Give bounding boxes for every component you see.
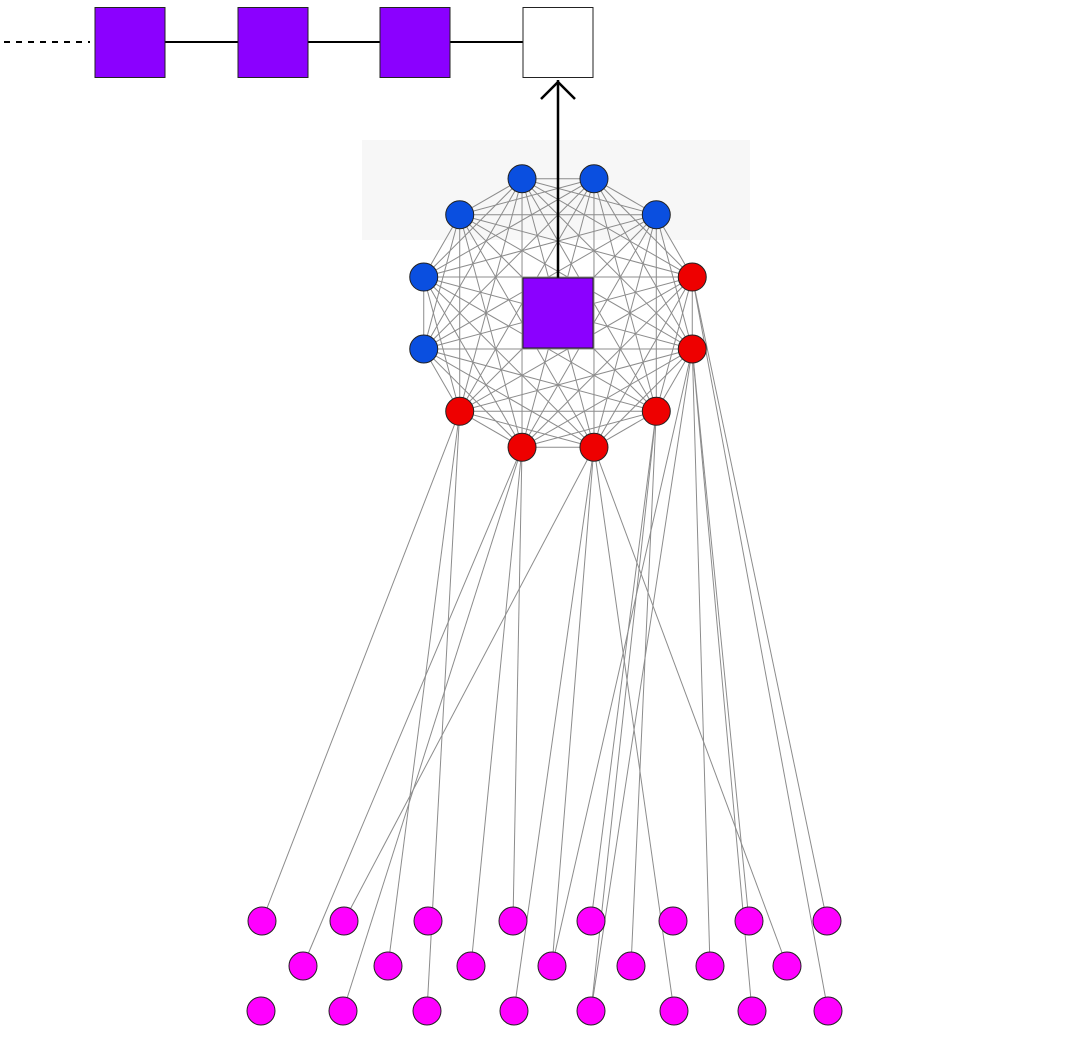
sequence-tokens: [94, 7, 594, 78]
input-node: [498, 906, 528, 936]
graph-edge: [423, 214, 461, 350]
center-token: [522, 277, 594, 349]
input-edge: [387, 411, 461, 967]
input-edge: [590, 411, 657, 922]
graph-edge: [423, 276, 523, 448]
red-node: [507, 432, 537, 462]
sequence-token: [379, 7, 451, 78]
input-node: [499, 996, 529, 1026]
blue-node: [579, 164, 609, 194]
input-node: [412, 996, 442, 1026]
input-edge: [551, 447, 595, 967]
graph-edge: [459, 348, 693, 412]
sequence-token: [94, 7, 166, 78]
input-nodes: [246, 906, 843, 1026]
input-edge: [342, 447, 523, 1012]
input-node: [373, 951, 403, 981]
input-node: [616, 951, 646, 981]
input-node: [576, 906, 606, 936]
input-edges: [261, 276, 829, 1012]
input-edge: [261, 411, 461, 922]
input-node: [246, 996, 276, 1026]
input-edge: [691, 276, 828, 922]
input-node: [772, 951, 802, 981]
graph-edge: [459, 214, 523, 448]
input-node: [288, 951, 318, 981]
center-token-group: [522, 277, 594, 349]
input-edge: [691, 348, 753, 1012]
sequence-token: [237, 7, 309, 78]
input-node: [576, 996, 606, 1026]
graph-edge: [423, 348, 523, 448]
blue-node: [445, 200, 475, 230]
input-edge: [691, 276, 829, 1012]
input-edge: [343, 447, 595, 922]
red-node: [641, 396, 671, 426]
input-node: [658, 906, 688, 936]
input-edge: [513, 447, 595, 1012]
blue-node: [409, 334, 439, 364]
input-edge: [590, 348, 693, 1012]
red-node: [677, 262, 707, 292]
input-node: [328, 996, 358, 1026]
input-edge: [551, 348, 693, 967]
blue-node: [409, 262, 439, 292]
blue-node: [507, 164, 537, 194]
graph-edge: [423, 276, 461, 412]
graph-edge: [459, 214, 693, 278]
arrow-head: [540, 80, 576, 100]
input-edge: [630, 411, 657, 967]
input-node: [813, 996, 843, 1026]
red-node: [445, 396, 475, 426]
input-node: [456, 951, 486, 981]
input-edge: [302, 447, 523, 967]
input-edge: [470, 447, 523, 967]
input-node: [659, 996, 689, 1026]
input-node: [737, 996, 767, 1026]
input-edge: [590, 411, 657, 1012]
graph-edge: [423, 348, 657, 412]
next-token: [522, 7, 594, 78]
graph-edge: [423, 276, 595, 448]
input-edge: [593, 447, 788, 967]
input-edge: [691, 348, 750, 922]
graph-nodes: [409, 164, 707, 462]
input-edge: [512, 447, 523, 922]
red-node: [579, 432, 609, 462]
graph-edge: [459, 410, 595, 448]
input-node: [247, 906, 277, 936]
input-node: [413, 906, 443, 936]
input-node: [734, 906, 764, 936]
input-node: [695, 951, 725, 981]
input-node: [329, 906, 359, 936]
output-arrow: [540, 80, 576, 278]
graph-backdrop: [362, 140, 750, 240]
graph-edge: [521, 410, 657, 448]
input-node: [537, 951, 567, 981]
blue-node: [641, 200, 671, 230]
red-node: [677, 334, 707, 364]
input-edge: [691, 348, 711, 967]
graph-edge: [459, 178, 595, 216]
input-node: [812, 906, 842, 936]
graph-edge: [423, 214, 657, 278]
